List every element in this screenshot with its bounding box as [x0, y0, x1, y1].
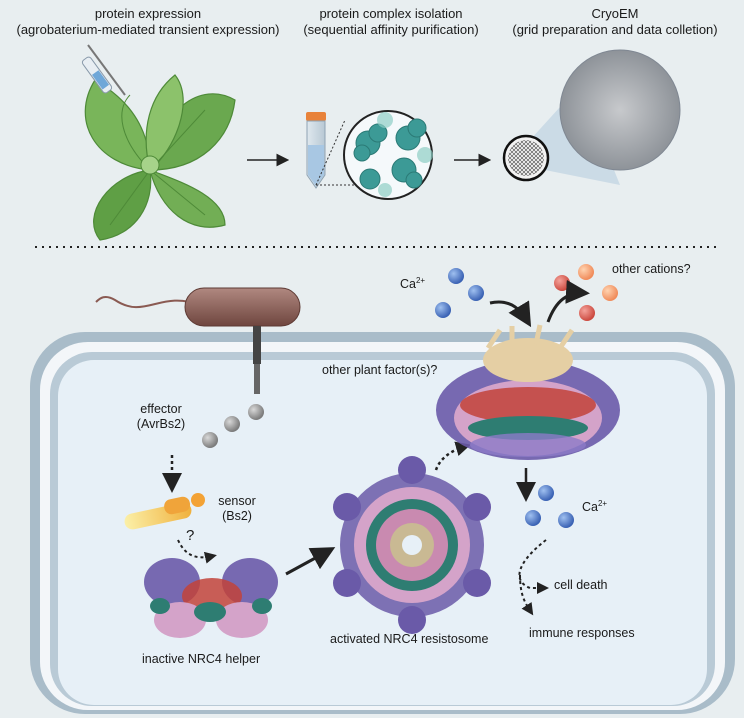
- sensor-icon: [124, 493, 205, 530]
- question-mark: ?: [186, 527, 195, 544]
- calcium-inside-symbol: Ca: [582, 500, 598, 515]
- falcon-tube-icon: [306, 112, 326, 189]
- immune-response-arrow: [519, 574, 534, 616]
- calcium-influx-arrow: [489, 300, 532, 328]
- other-cations-label: other cations?: [612, 262, 691, 276]
- step1-label: protein expression (agrobaterium-mediate…: [0, 6, 296, 38]
- step1-title: protein expression: [94, 6, 202, 21]
- other-cations-icon: [554, 264, 618, 321]
- step2-label: protein complex isolation (sequential af…: [296, 6, 486, 38]
- protein-complex-magnifier: [343, 110, 433, 200]
- step2-title: protein complex isolation: [319, 6, 463, 21]
- calcium-inside-charge: 2+: [597, 499, 608, 508]
- cryoem-grid-icon: [502, 49, 681, 185]
- sensor-name: (Bs2): [222, 509, 252, 523]
- membrane-resistosome-pore: [436, 324, 620, 460]
- effector-name: (AvrBs2): [136, 417, 186, 431]
- cell-death-arrow: [518, 539, 549, 594]
- step2-subtitle: (sequential affinity purification): [303, 22, 479, 37]
- zoom-lines: [315, 119, 355, 186]
- cell-death-label: cell death: [554, 578, 608, 592]
- step3-label: CryoEM (grid preparation and data collet…: [486, 6, 744, 38]
- activated-resistosome-label: activated NRC4 resistosome: [330, 632, 489, 646]
- activated-nrc4-resistosome: [333, 456, 491, 634]
- effector-title: effector: [140, 402, 182, 416]
- calcium-outside-label: Ca2+: [400, 273, 425, 292]
- step3-subtitle: (grid preparation and data colletion): [512, 22, 718, 37]
- calcium-inside-label: Ca2+: [582, 496, 607, 515]
- plant-leaves-icon: [84, 74, 236, 241]
- sensor-label: sensor (Bs2): [212, 494, 262, 524]
- cation-exchange-arrow: [546, 279, 590, 323]
- effector-label: effector (AvrBs2): [126, 402, 196, 432]
- step1-subtitle: (agrobaterium-mediated transient express…: [16, 22, 280, 37]
- calcium-ions-inside: [525, 485, 574, 528]
- helper-activation-arrow: [285, 547, 336, 576]
- resistosome-to-membrane-arrow: [434, 441, 471, 471]
- calcium-charge: 2+: [415, 276, 426, 285]
- calcium-symbol: Ca: [400, 277, 416, 292]
- syringe-icon: [81, 44, 126, 96]
- effector-molecules: [202, 404, 264, 448]
- inactive-nrc4-helper: [144, 558, 278, 638]
- step3-title: CryoEM: [591, 6, 639, 21]
- sensor-to-helper-arrow: [177, 539, 217, 564]
- bacterium-icon: [95, 287, 301, 394]
- other-plant-factors-label: other plant factor(s)?: [322, 363, 438, 377]
- sensor-title: sensor: [218, 494, 256, 508]
- calcium-ions-outside: [435, 268, 484, 318]
- inactive-helper-label: inactive NRC4 helper: [142, 652, 261, 666]
- immune-responses-label: immune responses: [529, 626, 635, 640]
